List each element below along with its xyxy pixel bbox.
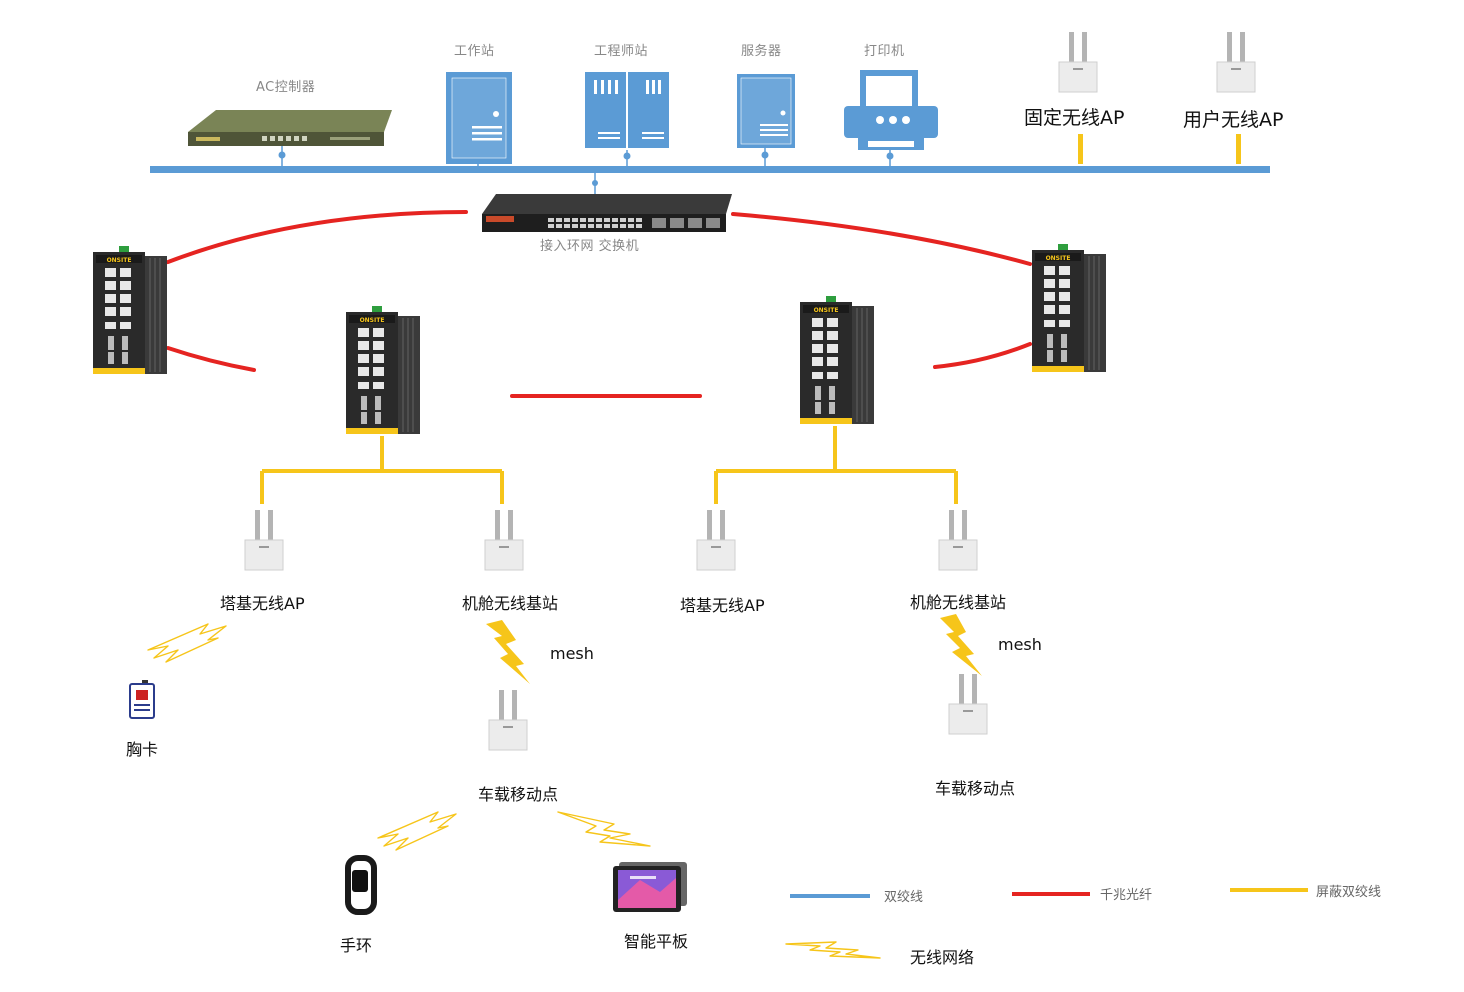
left-mesh-bolt <box>486 620 530 684</box>
left-tower-ap-device <box>244 509 284 571</box>
server-label: 服务器 <box>741 44 782 59</box>
workstation-device <box>445 71 513 165</box>
server-device <box>737 74 795 148</box>
right-vehicle-point-device <box>948 673 988 735</box>
legend-twisted-pair-label: 双绞线 <box>884 890 924 905</box>
left-tower-ap-label: 塔基无线AP <box>220 594 305 613</box>
ring-switch-outer-right <box>1031 243 1107 373</box>
fixed-ap-label: 固定无线AP <box>1024 107 1125 129</box>
workstation-label: 工作站 <box>454 44 495 59</box>
tablet-device <box>613 862 687 912</box>
printer-device <box>844 70 938 150</box>
engineer-station-device <box>585 72 669 148</box>
access-ring-switch-device <box>482 194 732 232</box>
badge-wireless-icon <box>147 623 227 663</box>
twisted-pair-bus <box>150 146 1270 194</box>
right-mesh-label: mesh <box>998 635 1042 654</box>
legend-wireless-swatch <box>785 941 881 959</box>
user-ap-device <box>1216 31 1256 93</box>
ac-controller-label: AC控制器 <box>256 80 316 95</box>
ring-switch-outer-left <box>92 245 168 375</box>
shielded-tree-right <box>714 426 958 504</box>
right-mesh-bolt <box>940 614 982 676</box>
ac-controller-device <box>188 110 392 146</box>
legend-shielded-label: 屏蔽双绞线 <box>1316 885 1382 900</box>
left-vehicle-point-label: 车载移动点 <box>478 785 559 804</box>
wristband-device <box>345 855 377 915</box>
shielded-tree-left <box>260 436 504 504</box>
ring-switch-inner-left <box>345 305 421 435</box>
badge-device <box>129 680 155 719</box>
right-vehicle-point-label: 车载移动点 <box>935 779 1016 798</box>
right-tower-ap-label: 塔基无线AP <box>680 596 765 615</box>
ring-switch-inner-right <box>799 295 875 425</box>
tablet-wireless-icon <box>557 811 651 847</box>
access-switch-label: 接入环网 交换机 <box>540 239 640 254</box>
badge-label: 胸卡 <box>126 740 159 759</box>
legend <box>785 888 1308 959</box>
legend-fiber-label: 千兆光纤 <box>1100 888 1153 903</box>
tablet-label: 智能平板 <box>624 932 689 951</box>
right-nacelle-station-label: 机舱无线基站 <box>910 593 1007 612</box>
left-nacelle-station-device <box>484 509 524 571</box>
fiber-ring <box>166 210 1032 398</box>
left-nacelle-station-label: 机舱无线基站 <box>462 594 559 613</box>
user-ap-label: 用户无线AP <box>1183 109 1284 131</box>
left-mesh-label: mesh <box>550 644 594 663</box>
wristband-label: 手环 <box>340 936 373 955</box>
right-nacelle-station-device <box>938 509 978 571</box>
printer-label: 打印机 <box>864 44 905 59</box>
fixed-ap-device <box>1058 31 1098 93</box>
right-tower-ap-device <box>696 509 736 571</box>
legend-wireless-label: 无线网络 <box>910 948 975 967</box>
wristband-wireless-icon <box>377 811 457 851</box>
engineer-station-label: 工程师站 <box>594 44 649 59</box>
ap-uplink-lines <box>1078 134 1241 164</box>
left-vehicle-point-device <box>488 689 528 751</box>
